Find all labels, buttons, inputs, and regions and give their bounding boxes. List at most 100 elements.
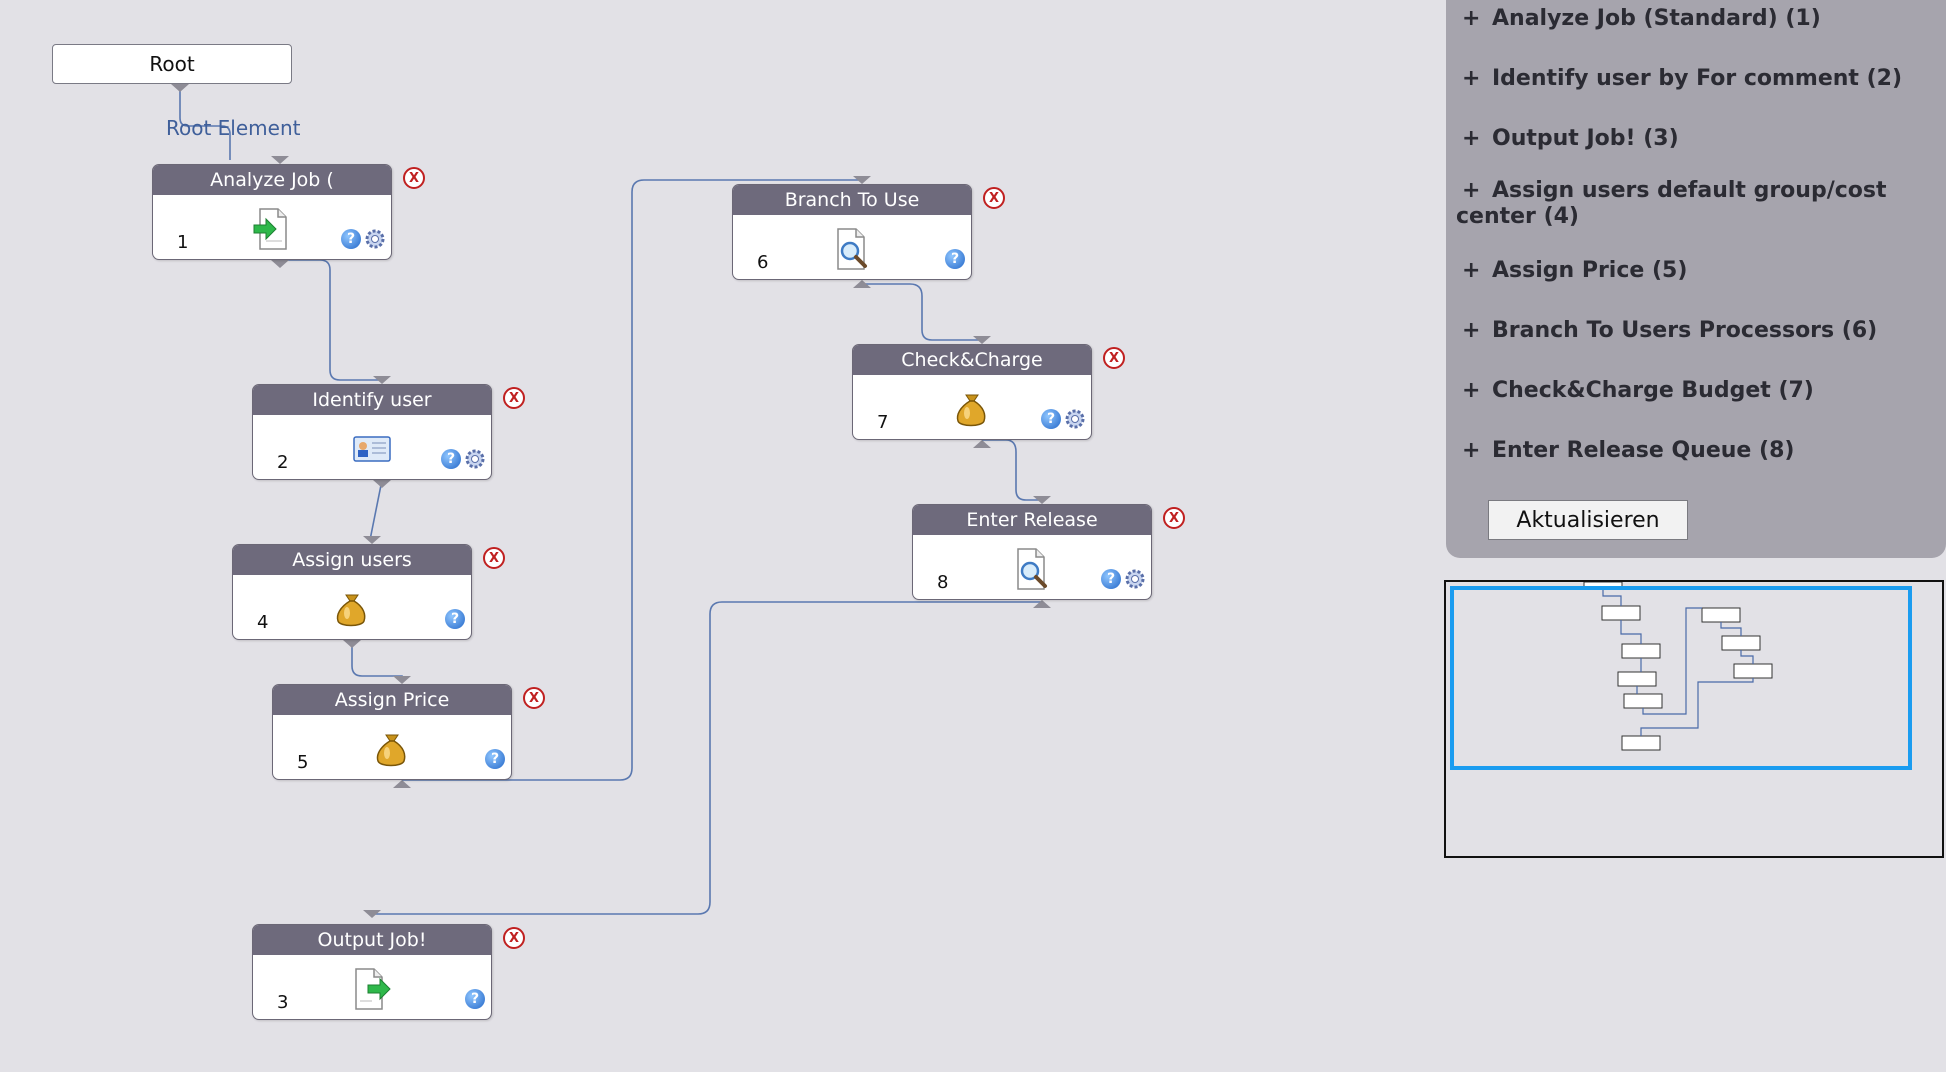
step-list-item-label: Assign users default group/cost center (… [1456, 178, 1887, 229]
help-icon[interactable]: ? [341, 229, 361, 249]
expand-icon[interactable]: + [1462, 178, 1481, 203]
workflow-node-identify-user[interactable]: Identify user 2 ? X [252, 384, 525, 480]
node-number: 6 [757, 252, 769, 273]
expand-icon[interactable]: + [1462, 66, 1481, 91]
node-title: Assign users [233, 545, 471, 575]
connector-port-icon[interactable] [853, 176, 871, 184]
connector-layer [171, 84, 1051, 918]
step-list-item-label: Assign Price (5) [1492, 258, 1688, 283]
step-list-item[interactable]: + Assign Price (5) [1456, 258, 1932, 284]
gear-icon[interactable] [1063, 407, 1087, 431]
connector-port-icon[interactable] [393, 676, 411, 684]
connector-port-icon[interactable] [1033, 600, 1051, 608]
expand-icon[interactable]: + [1462, 318, 1481, 343]
root-node[interactable]: Root [52, 44, 292, 84]
workflow-node-assign-users[interactable]: Assign users 4 ? X [232, 544, 505, 640]
document-arrow-in-icon [252, 207, 292, 251]
expand-icon[interactable]: + [1462, 258, 1481, 283]
connector-port-icon[interactable] [373, 376, 391, 384]
document-search-icon [832, 227, 872, 271]
connector-line [351, 640, 403, 680]
connector-port-icon[interactable] [363, 910, 381, 918]
help-icon[interactable]: ? [1041, 409, 1061, 429]
connector-port-icon[interactable] [343, 640, 361, 648]
delete-node-button[interactable]: X [1103, 347, 1125, 369]
connector-port-icon[interactable] [973, 336, 991, 344]
help-icon[interactable]: ? [465, 989, 485, 1009]
refresh-button[interactable]: Aktualisieren [1488, 500, 1688, 540]
step-list-item[interactable]: +Assign users default group/cost center … [1456, 178, 1932, 230]
connector-port-icon[interactable] [1033, 496, 1051, 504]
node-number: 2 [277, 452, 289, 473]
delete-node-button[interactable]: X [983, 187, 1005, 209]
node-number: 7 [877, 412, 889, 433]
root-element-caption: Root Element [166, 116, 301, 140]
connector-port-icon[interactable] [171, 84, 189, 92]
money-bag-icon [332, 587, 372, 631]
step-list-item-label: Check&Charge Budget (7) [1492, 378, 1814, 403]
step-list-item-label: Branch To Users Processors (6) [1492, 318, 1878, 343]
connector-port-icon[interactable] [271, 156, 289, 164]
step-list-panel: + Analyze Job (Standard) (1) + Identify us… [1446, 0, 1946, 558]
node-title: Branch To Use [733, 185, 971, 215]
delete-node-button[interactable]: X [403, 167, 425, 189]
gear-icon[interactable] [463, 447, 487, 471]
step-list-item[interactable]: + Enter Release Queue (8) [1456, 438, 1932, 464]
expand-icon[interactable]: + [1462, 126, 1481, 151]
node-number: 5 [297, 752, 309, 773]
connector-line [862, 283, 982, 341]
step-list-item[interactable]: + Check&Charge Budget (7) [1456, 378, 1932, 404]
minimap-viewport[interactable] [1450, 586, 1912, 770]
workflow-node-branch-to-use[interactable]: Branch To Use 6 ? X [732, 184, 1005, 280]
step-list-item-label: Enter Release Queue (8) [1492, 438, 1795, 463]
connector-port-icon[interactable] [393, 780, 411, 788]
step-list-item[interactable]: + Analyze Job (Standard) (1) [1456, 6, 1932, 32]
document-search-icon [1012, 547, 1052, 591]
root-node-label: Root [149, 52, 195, 76]
help-icon[interactable]: ? [445, 609, 465, 629]
step-list-item[interactable]: + Identify user by For comment (2) [1456, 66, 1932, 92]
node-number: 4 [257, 612, 269, 633]
connector-port-icon[interactable] [373, 480, 391, 488]
minimap-diagram [1583, 582, 1773, 751]
delete-node-button[interactable]: X [483, 547, 505, 569]
delete-node-button[interactable]: X [503, 387, 525, 409]
delete-node-button[interactable]: X [1163, 507, 1185, 529]
delete-node-button[interactable]: X [523, 687, 545, 709]
connector-port-icon[interactable] [973, 440, 991, 448]
workflow-node-assign-price[interactable]: Assign Price 5 ? X [272, 684, 545, 780]
step-list-item[interactable]: + Branch To Users Processors (6) [1456, 318, 1932, 344]
connector-line [982, 439, 1042, 501]
expand-icon[interactable]: + [1462, 378, 1481, 403]
workflow-node-output-job[interactable]: Output Job! 3 ? X [252, 924, 525, 1020]
workflow-canvas[interactable]: Root Root Element Analyze Job ( 1 ? X Id… [0, 0, 1430, 1072]
workflow-node-enter-release[interactable]: Enter Release 8 ? X [912, 504, 1185, 600]
id-card-icon [352, 427, 392, 471]
expand-icon[interactable]: + [1462, 438, 1481, 463]
connector-port-icon[interactable] [853, 280, 871, 288]
help-icon[interactable]: ? [945, 249, 965, 269]
step-list-item-label: Output Job! (3) [1492, 126, 1679, 151]
delete-node-button[interactable]: X [503, 927, 525, 949]
overview-minimap[interactable] [1444, 580, 1944, 858]
workflow-node-check-charge[interactable]: Check&Charge 7 ? X [852, 344, 1125, 440]
step-list-item-label: Identify user by For comment (2) [1492, 66, 1903, 91]
step-list-item[interactable]: + Output Job! (3) [1456, 126, 1932, 152]
help-icon[interactable]: ? [441, 449, 461, 469]
gear-icon[interactable] [363, 227, 387, 251]
node-title: Check&Charge [853, 345, 1091, 375]
help-icon[interactable]: ? [1101, 569, 1121, 589]
connector-port-icon[interactable] [363, 536, 381, 544]
money-bag-icon [372, 727, 412, 771]
document-arrow-out-icon [352, 967, 392, 1011]
step-list-item-label: Analyze Job (Standard) (1) [1492, 6, 1821, 31]
node-number: 3 [277, 992, 289, 1013]
workflow-node-analyze-job[interactable]: Analyze Job ( 1 ? X [152, 164, 425, 260]
connector-port-icon[interactable] [271, 260, 289, 268]
node-number: 8 [937, 572, 949, 593]
expand-icon[interactable]: + [1462, 6, 1481, 31]
help-icon[interactable]: ? [485, 749, 505, 769]
money-bag-icon [952, 387, 992, 431]
gear-icon[interactable] [1123, 567, 1147, 591]
connector-line [280, 259, 382, 381]
